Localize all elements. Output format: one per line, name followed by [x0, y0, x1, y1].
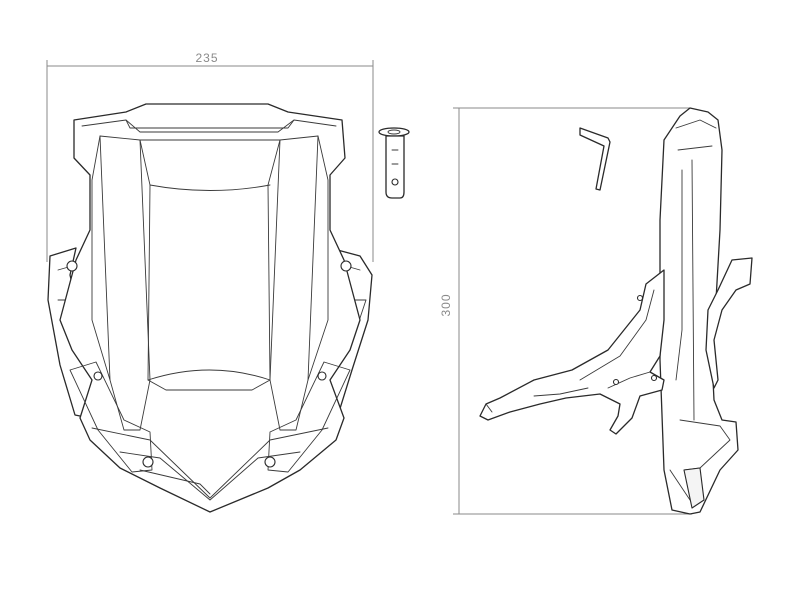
- allen-key: [579, 127, 611, 191]
- windscreen-outline: [59, 103, 361, 513]
- windscreen-front-view: [47, 103, 373, 513]
- mount-hole-top-left: [66, 260, 78, 272]
- width-dimension-label: 235: [195, 51, 218, 65]
- mount-hole-bottom-left: [142, 456, 154, 468]
- mount-hole-mid-left: [93, 371, 103, 381]
- centre-panel: [139, 139, 281, 391]
- windscreen-side-view: [479, 107, 753, 515]
- height-dimension-label: 300: [439, 293, 453, 316]
- side-screen-profile: [659, 107, 739, 515]
- mount-hole-mid-right: [317, 371, 327, 381]
- side-mounting-arm: [479, 269, 665, 435]
- mount-hole-top-right: [340, 260, 352, 272]
- mount-hole-bottom-right: [264, 456, 276, 468]
- side-rear-bracket: [705, 257, 753, 389]
- quick-release-pin: [378, 127, 410, 199]
- width-dimension: 235: [46, 51, 374, 262]
- height-dimension: 300: [439, 107, 692, 515]
